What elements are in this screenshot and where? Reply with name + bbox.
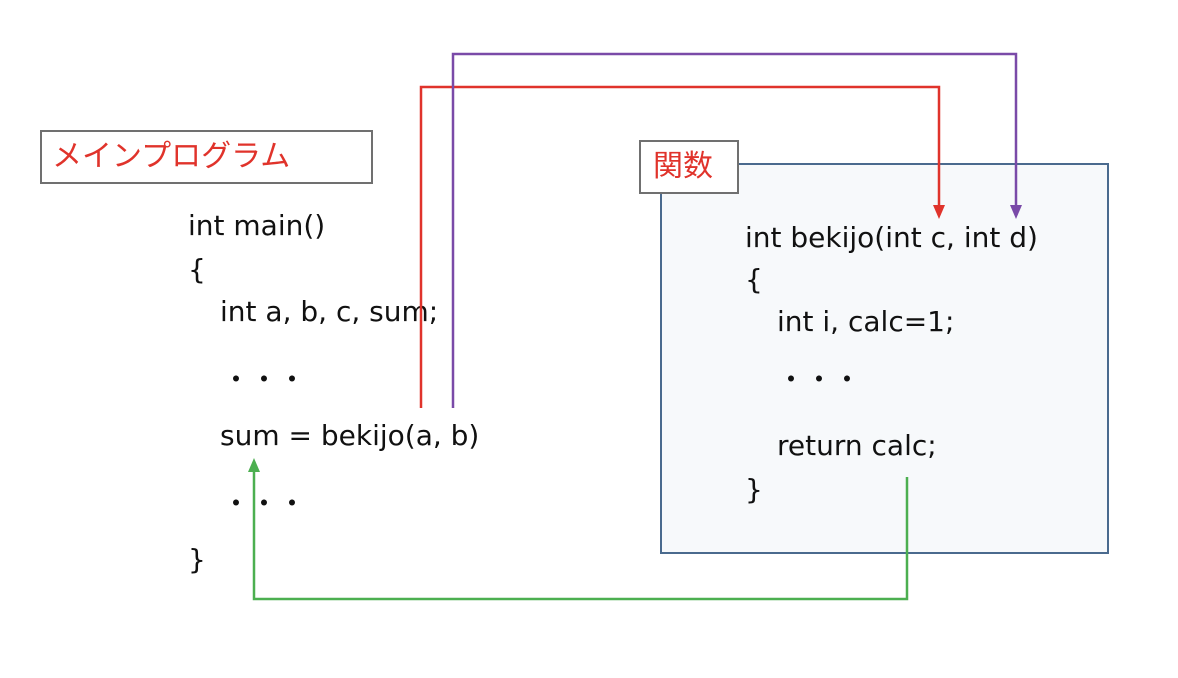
main-code-line-6: ・・・ bbox=[222, 487, 307, 520]
function-code-line-5: return calc; bbox=[777, 429, 937, 462]
function-box bbox=[660, 163, 1109, 554]
function-code-line-1: int bekijo(int c, int d) bbox=[745, 221, 1038, 254]
main-code-line-1: int main() bbox=[188, 209, 326, 242]
function-code-line-4: ・・・ bbox=[777, 363, 862, 396]
arrow-return-value bbox=[252, 465, 909, 601]
function-code-line-3: int i, calc=1; bbox=[777, 305, 955, 338]
function-code-line-2: { bbox=[745, 263, 763, 296]
main-code-line-7: } bbox=[188, 543, 206, 576]
arrow-arg-b-to-d bbox=[451, 52, 1018, 408]
function-label-text: 関数 bbox=[653, 149, 713, 184]
function-code-line-6: } bbox=[745, 473, 763, 506]
main-program-label: メインプログラム bbox=[40, 130, 373, 184]
main-program-label-text: メインプログラム bbox=[52, 139, 291, 174]
main-code-line-5: sum = bekijo(a, b) bbox=[220, 419, 480, 452]
arrow-return-value-head bbox=[248, 458, 260, 472]
arrow-arg-a-to-c bbox=[419, 85, 941, 408]
arrow-arg-a-to-c-head bbox=[933, 205, 945, 219]
main-code-line-4: ・・・ bbox=[222, 363, 307, 396]
function-label: 関数 bbox=[639, 140, 739, 194]
main-code-line-3: int a, b, c, sum; bbox=[220, 295, 439, 328]
arrow-arg-b-to-d-head bbox=[1010, 205, 1022, 219]
main-code-line-2: { bbox=[188, 253, 206, 286]
